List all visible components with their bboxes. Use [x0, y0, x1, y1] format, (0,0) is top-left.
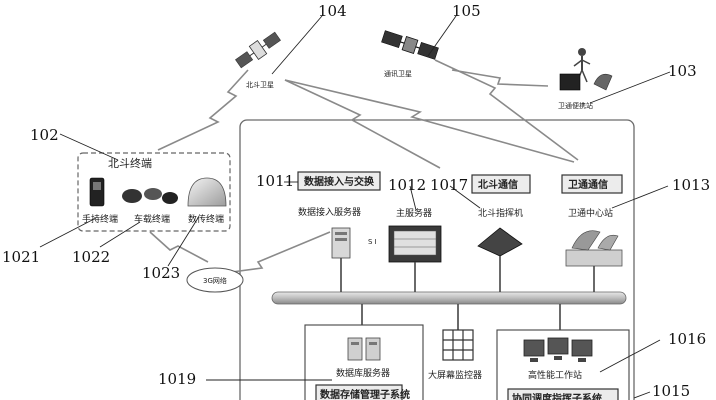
ref-1015: 1015 [652, 382, 690, 400]
beidou-comm-title-box [471, 174, 531, 194]
big-screen-icon [442, 329, 474, 361]
main-server-icon [388, 225, 442, 263]
ref-102: 102 [30, 126, 59, 144]
title-right-subsystem: 协同调度指挥子系统 [512, 392, 602, 400]
beidou-command-icon [477, 227, 523, 257]
network-cloud [186, 267, 244, 293]
data-terminal-icon [187, 177, 227, 207]
handheld-screen [93, 182, 101, 190]
title-beidou-comm: 北斗通信 [478, 178, 518, 191]
beidou-satellite-icon [235, 31, 281, 69]
label-comm-satellite: 通讯卫星 [384, 69, 412, 78]
label-beidou-command: 北斗指挥机 [478, 207, 523, 219]
ref-105: 105 [452, 2, 481, 20]
label-satellite-portable: 卫通便携站 [558, 101, 593, 110]
ref-1023: 1023 [142, 264, 180, 282]
label-vehicle-terminal: 车载终端 [134, 213, 170, 225]
label-handheld-terminal: 手持终端 [82, 213, 118, 225]
title-satcom: 卫通通信 [568, 178, 608, 191]
db-server-icon [347, 337, 381, 361]
ref-1022: 1022 [72, 248, 110, 266]
network-bus [271, 291, 627, 305]
ref-1017: 1017 [430, 176, 468, 194]
ref-104: 104 [318, 2, 347, 20]
label-si-mark: S I [368, 238, 377, 246]
title-db-storage: 数据存储管理子系统 [320, 388, 410, 400]
ref-1013: 1013 [672, 176, 710, 194]
ref-1012: 1012 [388, 176, 426, 194]
label-data-access-server: 数据接入服务器 [298, 206, 361, 218]
label-beidou-satellite: 北斗卫星 [246, 81, 274, 89]
db-storage-title-box [315, 384, 403, 400]
leader-lines [39, 15, 671, 399]
label-workstation: 高性能工作站 [528, 369, 582, 381]
vehicle-terminal-icon [122, 188, 178, 204]
portable-station-icon [559, 48, 613, 91]
title-data-access: 数据接入与交换 [304, 175, 375, 188]
satcom-title-box [561, 174, 623, 194]
label-satcom-center: 卫通中心站 [568, 207, 613, 219]
ref-1011: 1011 [256, 172, 294, 190]
label-main-server: 主服务器 [396, 207, 432, 219]
satcom-center-icon [565, 230, 623, 267]
ref-1019: 1019 [158, 370, 196, 388]
label-big-screen: 大屏幕监控器 [428, 369, 482, 381]
ref-1021: 1021 [2, 248, 40, 266]
label-db-server: 数据库服务器 [336, 367, 390, 379]
label-data-terminal: 数传终端 [188, 213, 224, 225]
comm-satellite-icon [381, 30, 439, 60]
data-access-server-icon [331, 227, 351, 259]
right-subsystem-title-box [507, 388, 619, 400]
data-access-title-box [297, 171, 381, 191]
label-beidou-terminal: 北斗终端 [108, 156, 152, 170]
ref-103: 103 [668, 62, 697, 80]
ref-1016: 1016 [668, 330, 706, 348]
label-network-cloud: 3G网络 [203, 276, 227, 285]
beidou-terminal-group [77, 152, 231, 232]
workstation-icon [523, 337, 593, 362]
wireless-links [149, 59, 579, 273]
